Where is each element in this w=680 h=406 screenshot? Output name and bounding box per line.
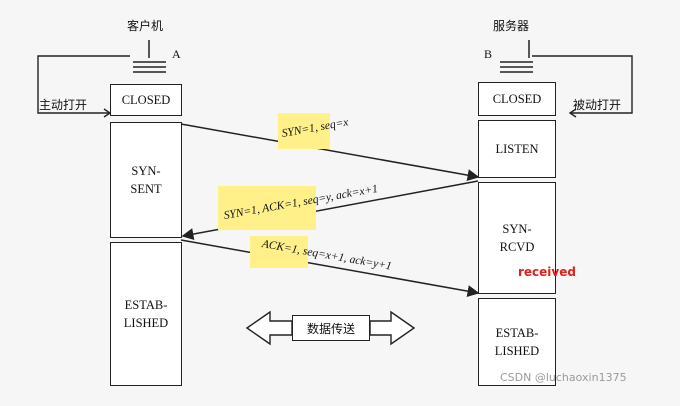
passive-open-label: 被动打开 <box>573 98 622 112</box>
server-state-established: ESTAB- LISHED <box>478 298 556 386</box>
active-open-label: 主动打开 <box>39 98 88 112</box>
server-state-syn-rcvd: SYN- RCVD <box>478 182 556 294</box>
syn-arrow <box>180 123 480 182</box>
client-label: A <box>172 47 181 61</box>
server-open-connector <box>532 55 633 114</box>
client-state-syn-sent: SYN- SENT <box>110 122 182 238</box>
client-host-icon <box>133 40 166 73</box>
client-open-connector <box>37 55 130 114</box>
server-host-icon <box>500 40 533 73</box>
syn-highlight <box>278 113 330 149</box>
ack-highlight <box>250 236 308 268</box>
server-state-closed: CLOSED <box>478 82 556 116</box>
client-state-established: ESTAB- LISHED <box>110 242 182 386</box>
syn-ack-highlight <box>218 186 316 230</box>
watermark: CSDN @luchaoxin1375 <box>500 371 627 384</box>
server-title: 服务器 <box>493 19 530 33</box>
received-annotation: received <box>518 265 576 279</box>
data-transfer-label: 数据传送 <box>292 315 370 341</box>
client-title: 客户机 <box>127 19 164 33</box>
server-label: B <box>484 47 493 61</box>
server-state-listen: LISTEN <box>478 120 556 178</box>
client-state-closed: CLOSED <box>110 84 182 116</box>
ack-arrow <box>180 239 480 298</box>
